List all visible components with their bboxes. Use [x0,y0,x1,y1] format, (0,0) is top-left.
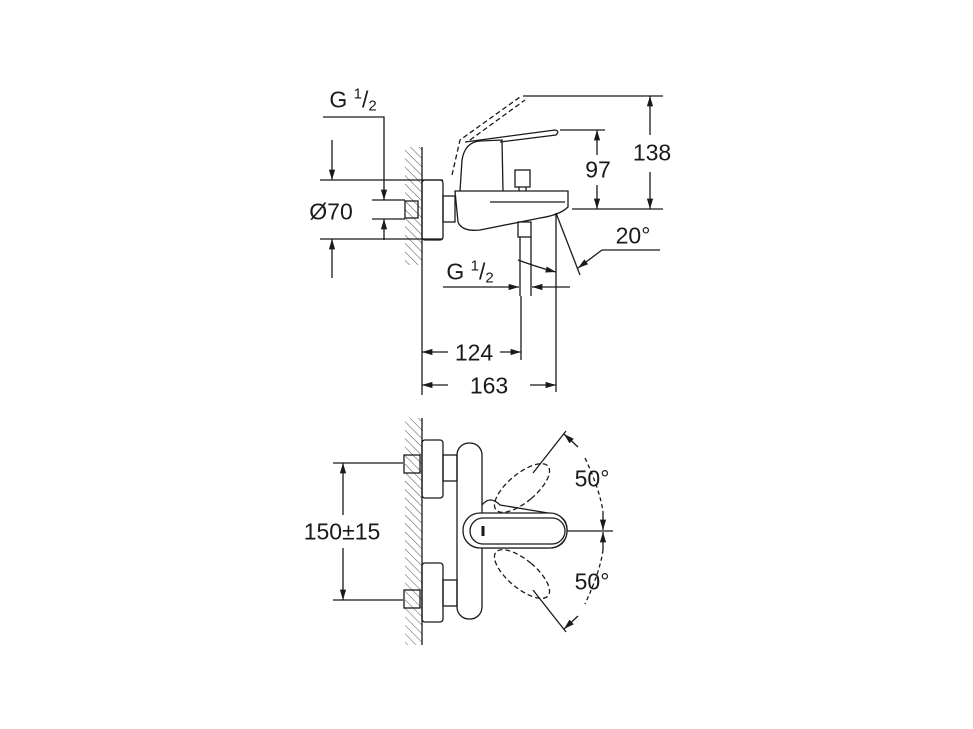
thread-den: 2 [368,97,377,115]
outlet-depth-label: 124 [454,339,494,366]
thread-size-top-label: G 1/2 [329,85,377,115]
thread-g: G [446,258,465,285]
lever [464,129,559,143]
nut-wall [404,200,419,219]
total-height-label: 138 [632,139,672,166]
lever-ghost-up [493,463,551,513]
thread-den: 2 [485,269,494,287]
wall-hatch [405,418,422,645]
thread-g: G [329,86,348,113]
thread-size-bottom-label: G 1/2 [446,257,494,287]
spout-body [454,190,569,231]
thread-num: 1 [470,257,479,275]
side-view-dimensions [320,95,663,389]
lever-height-label: 97 [585,156,611,183]
diverter-knob [514,169,531,188]
outlet-connector [517,221,532,238]
diameter-label: Ø70 [309,198,353,225]
angle-up-label: 50° [574,465,610,492]
thread-num: 1 [353,85,362,103]
lever-ghost-down [493,549,551,599]
escutcheon [421,179,444,241]
cartridge [459,139,504,192]
spacing-label: 150±15 [303,518,381,545]
nut [442,195,456,223]
lever-raised-ghost [451,96,521,176]
side-view-faucet [404,96,581,395]
spout-angle-label: 20° [615,222,651,249]
angle-down-label: 50° [574,568,610,595]
top-view-faucet [403,418,568,645]
total-depth-label: 163 [469,372,509,399]
wall-hatch [405,147,422,265]
top-view-dimensions [333,430,613,633]
